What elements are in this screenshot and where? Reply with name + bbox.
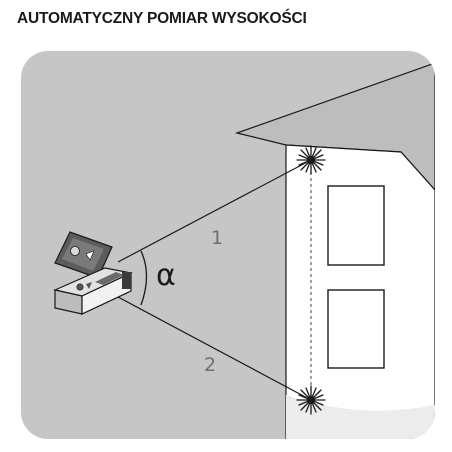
angle-arc — [140, 250, 148, 306]
diagram-title: AUTOMATYCZNY POMIAR WYSOKOŚCI — [17, 10, 307, 27]
beam-lower-label: 2 — [204, 354, 216, 376]
beam-upper-line — [117, 159, 312, 263]
ground-shading — [286, 395, 435, 439]
laser-distance-meter-icon — [53, 231, 133, 315]
window-upper — [327, 185, 385, 266]
laser-spark-icon — [296, 385, 326, 415]
window-lower — [327, 289, 385, 369]
beam-lower-line — [117, 296, 312, 401]
angle-symbol: α — [156, 258, 176, 293]
beam-upper-label: 1 — [211, 227, 223, 249]
laser-spark-icon — [296, 145, 326, 175]
